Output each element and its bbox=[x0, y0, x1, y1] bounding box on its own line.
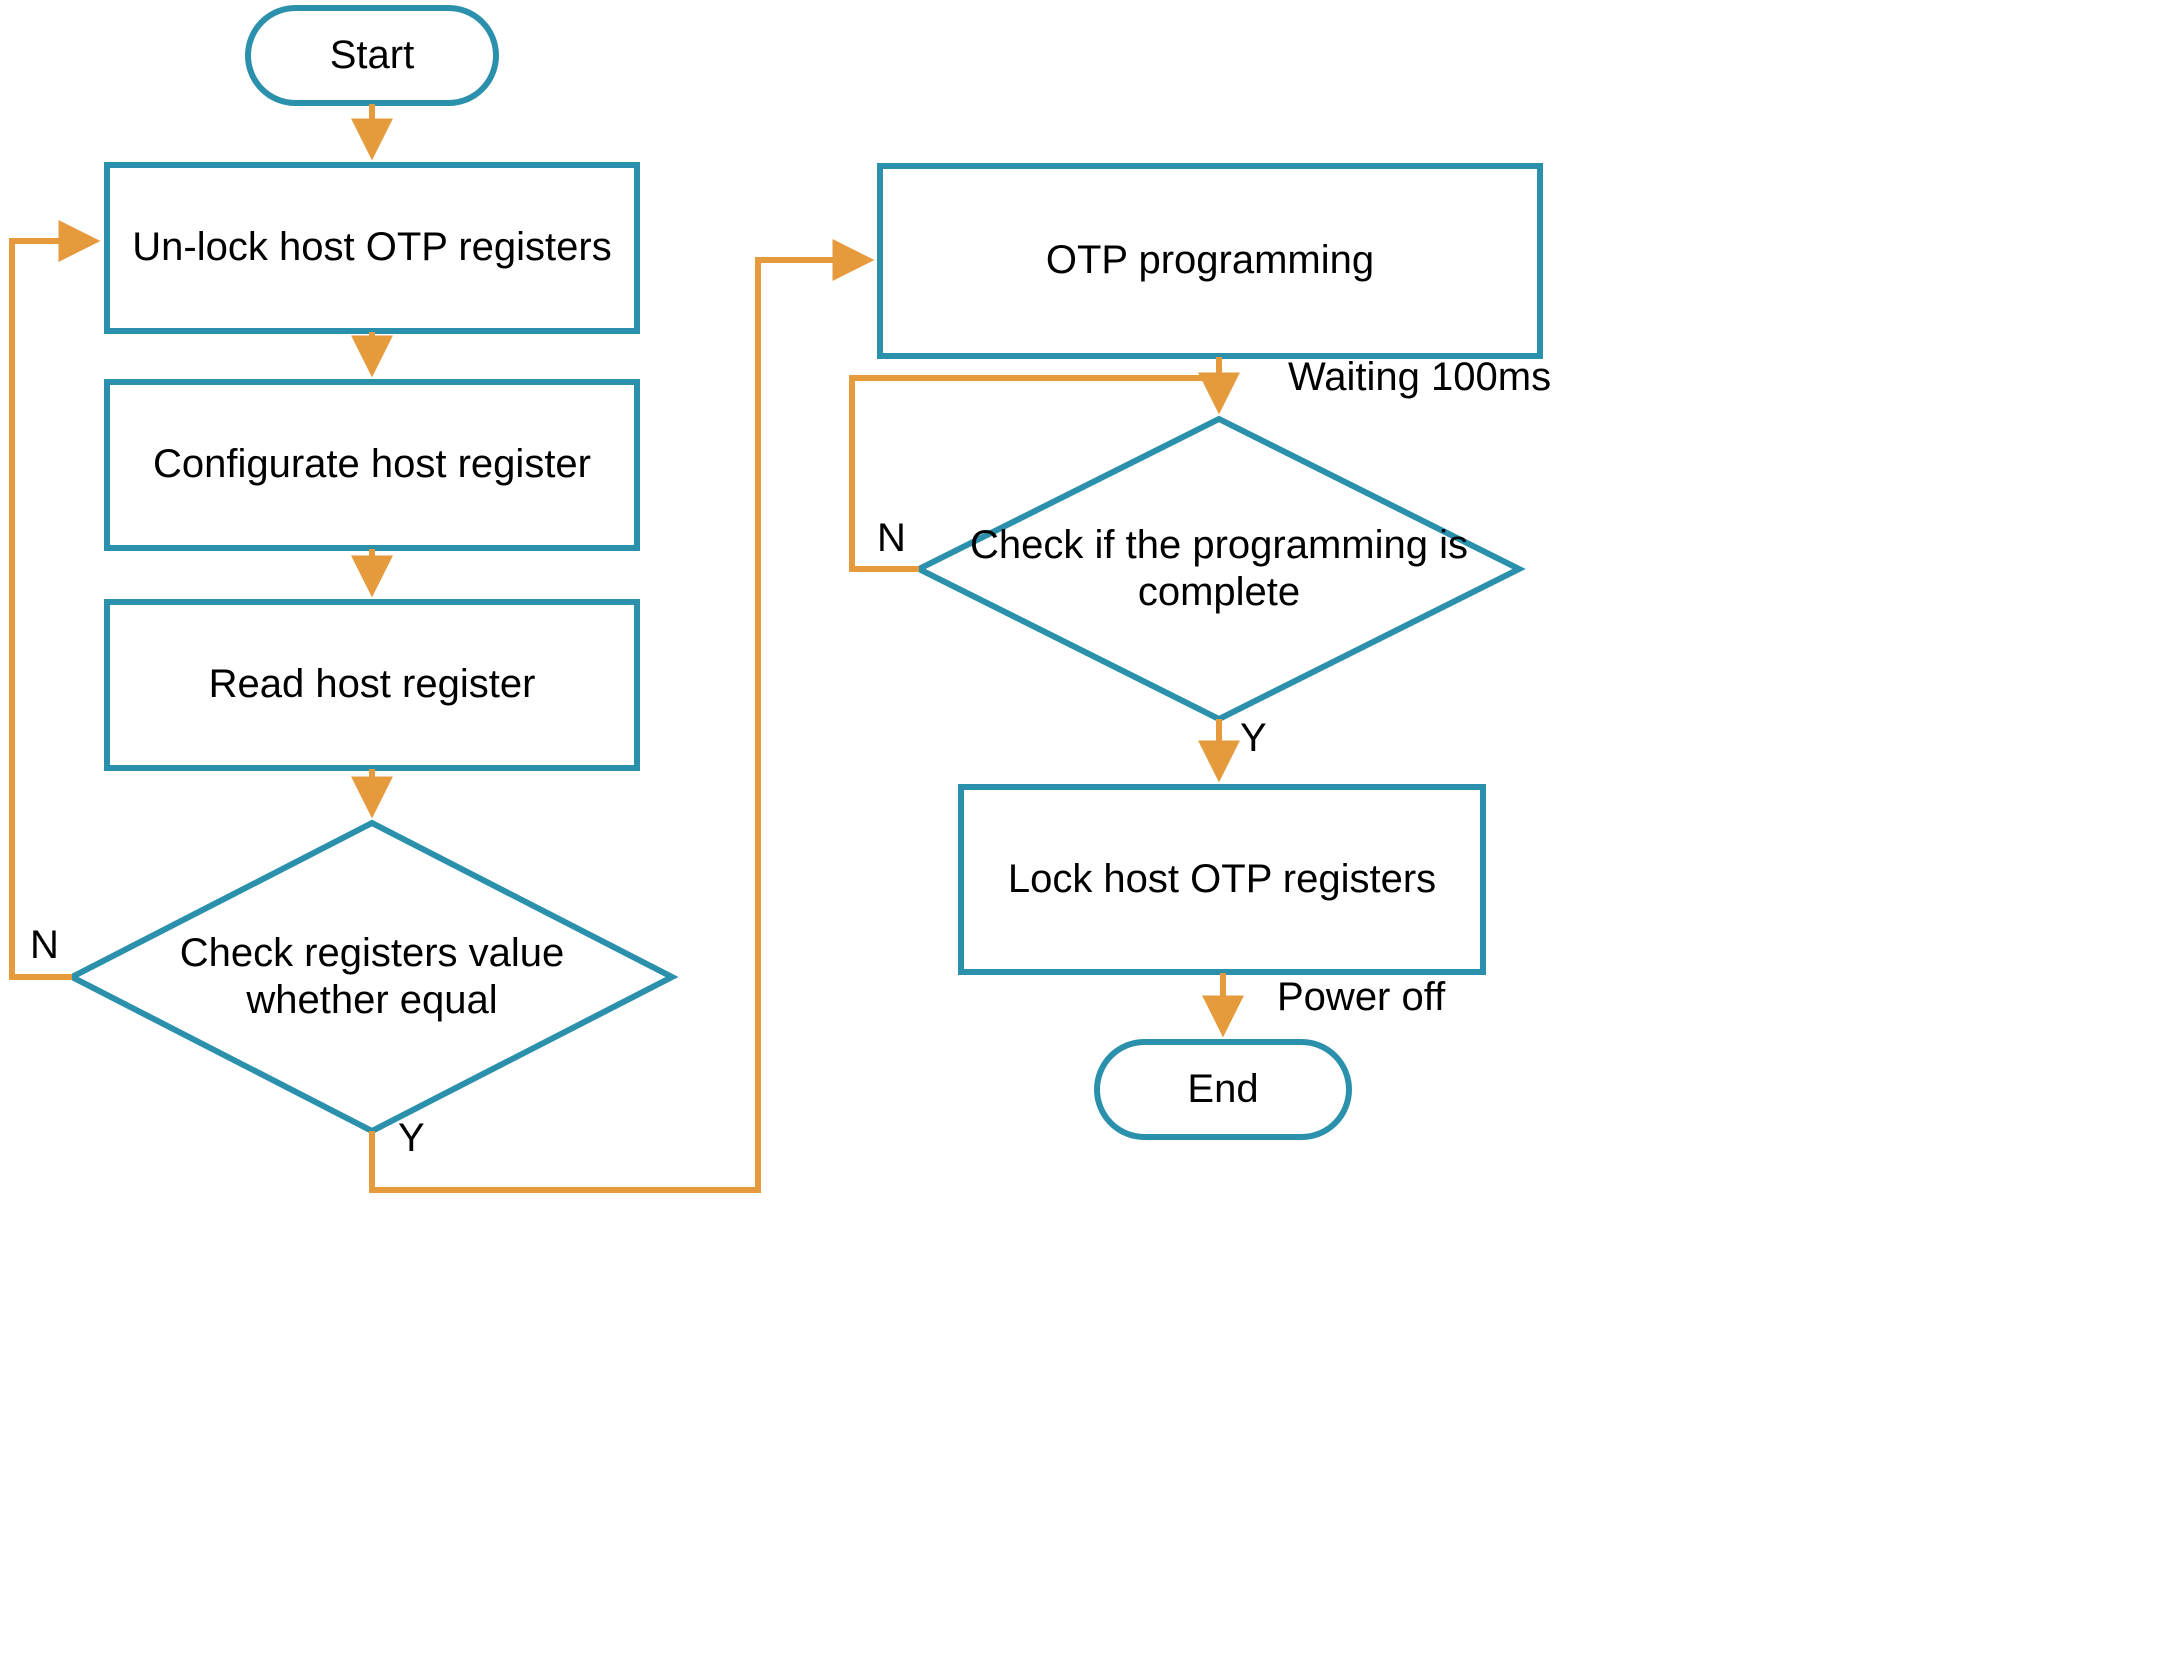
edge-label-check-equal-yes: Y bbox=[398, 1116, 425, 1160]
shape-end bbox=[1094, 1039, 1352, 1140]
edge-label-check-equal-no: N bbox=[30, 923, 59, 967]
shape-configurate bbox=[104, 379, 640, 551]
shape-otp-programming bbox=[877, 163, 1543, 359]
edge-check-done-no-loop bbox=[849, 375, 1219, 572]
shape-check-equal bbox=[65, 819, 679, 1135]
edge-label-check-done-yes: Y bbox=[1240, 716, 1267, 760]
edge-check-equal-yes-to-otp bbox=[369, 239, 875, 1193]
edge-check-equal-no-loop bbox=[9, 220, 101, 980]
shape-read bbox=[104, 599, 640, 771]
shape-check-done bbox=[912, 415, 1526, 723]
shape-lock bbox=[958, 784, 1486, 975]
edge-label-check-done-no: N bbox=[877, 516, 906, 560]
shape-unlock bbox=[104, 162, 640, 334]
shape-start bbox=[245, 5, 499, 106]
edge-label-waiting-100ms: Waiting 100ms bbox=[1288, 355, 1552, 399]
edge-label-power-off: Power off bbox=[1277, 975, 1446, 1019]
